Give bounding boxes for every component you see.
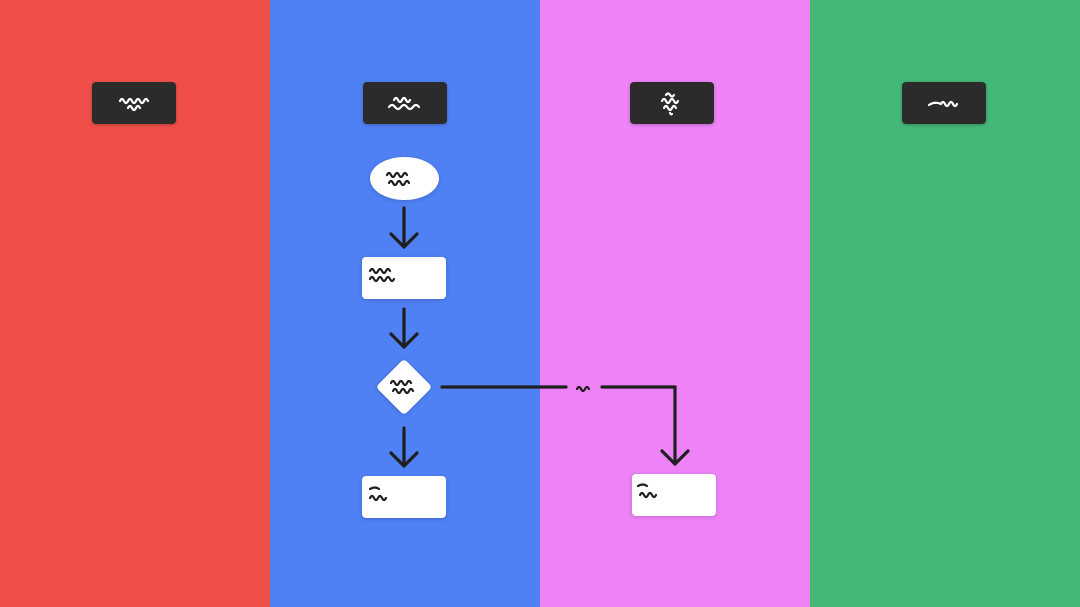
arrow-process-to-decision: [389, 307, 419, 349]
scribble-text-icon: [385, 171, 411, 187]
scribble-text-icon: [389, 379, 415, 395]
swimlane-2-header[interactable]: [363, 82, 447, 124]
swimlane-3-header[interactable]: [630, 82, 714, 124]
swimlane-1: [0, 0, 270, 607]
start-node[interactable]: [370, 157, 439, 200]
end-node-right[interactable]: [632, 474, 716, 516]
decision-node[interactable]: [375, 358, 433, 416]
scribble-text-icon: [368, 486, 388, 502]
swimlane-1-header[interactable]: [92, 82, 176, 124]
end-node-left[interactable]: [362, 476, 446, 518]
arrow-start-to-process: [389, 206, 419, 249]
scribble-text-icon: [927, 100, 959, 108]
process-node[interactable]: [362, 257, 446, 299]
scribble-text-icon: [118, 97, 150, 112]
arrow-decision-to-end-right: [440, 385, 690, 466]
arrow-decision-to-end-left: [389, 426, 419, 468]
scribble-text-icon: [660, 92, 680, 116]
swimlane-4-header[interactable]: [902, 82, 986, 124]
scribble-text-icon: [387, 96, 421, 111]
swimlane-4: [810, 0, 1080, 607]
scribble-text-icon: [636, 483, 658, 499]
edge-label-scribble: [575, 385, 591, 393]
scribble-text-icon: [368, 267, 396, 283]
